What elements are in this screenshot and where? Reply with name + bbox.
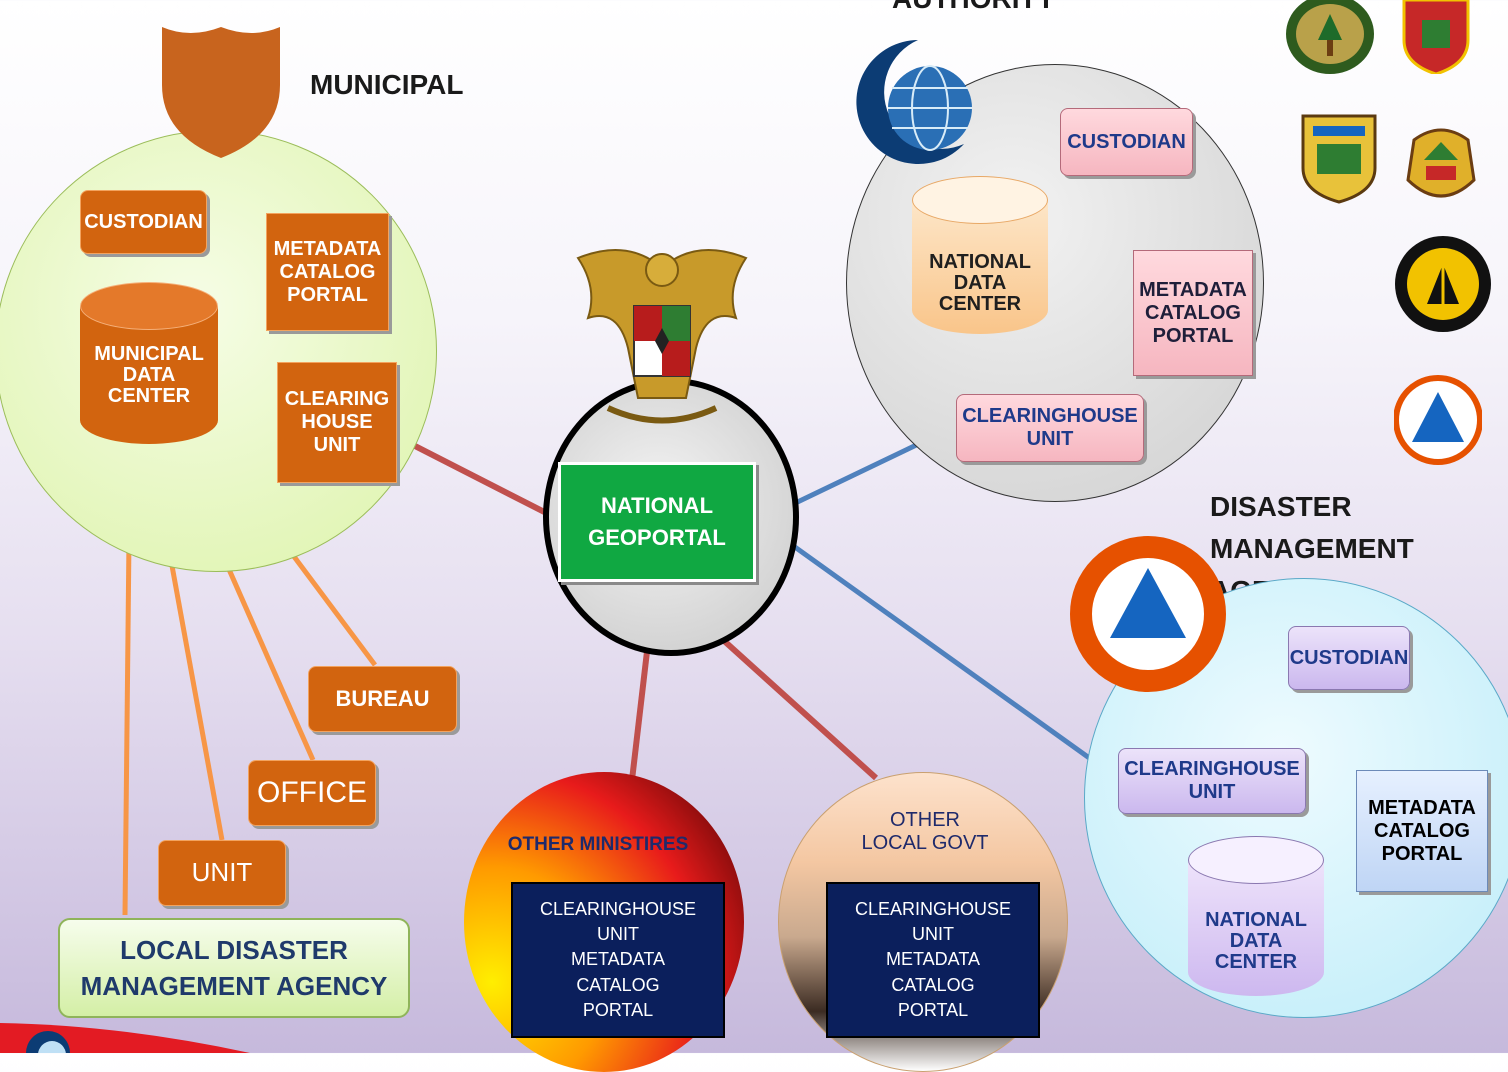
- municipal-clearing-box: CLEARING HOUSE UNIT: [277, 362, 397, 483]
- authority-data-center-label: NATIONAL DATA CENTER: [929, 251, 1031, 315]
- ministries-box: CLEARINGHOUSE UNIT METADATA CATALOG PORT…: [511, 882, 725, 1038]
- office-box: OFFICE: [248, 760, 376, 826]
- municipal-custodian-box: CUSTODIAN: [80, 190, 207, 254]
- disaster-clearing-box: CLEARINGHOUSE UNIT: [1118, 748, 1306, 814]
- bnpb-small-logo-icon: [1394, 375, 1482, 465]
- municipal-data-center-cylinder: MUNICIPAL DATA CENTER: [80, 282, 218, 444]
- municipal-data-center-label: MUNICIPAL DATA CENTER: [94, 343, 204, 407]
- disaster-metadata-box: METADATA CATALOG PORTAL: [1356, 770, 1488, 892]
- province-emblem-4-icon: [1406, 128, 1476, 198]
- province-emblem-5-icon: [1395, 236, 1491, 332]
- municipal-metadata-box: METADATA CATALOG PORTAL: [266, 213, 389, 331]
- papua-emblem-icon: [1301, 114, 1377, 204]
- garuda-emblem-icon: [576, 249, 748, 424]
- authority-title: AUTHORITY: [892, 0, 1055, 20]
- localgovt-label: OTHER LOCAL GOVT: [861, 809, 989, 854]
- disaster-data-center-cylinder: NATIONAL DATA CENTER: [1188, 836, 1324, 996]
- bnpb-logo-icon: [1070, 536, 1226, 692]
- authority-metadata-box: METADATA CATALOG PORTAL: [1133, 250, 1253, 376]
- globe-logo-icon: [856, 40, 972, 164]
- municipal-title: MUNICIPAL: [310, 69, 464, 100]
- disaster-custodian-box: CUSTODIAN: [1288, 626, 1410, 690]
- unit-box: UNIT: [158, 840, 286, 906]
- disaster-data-center-label: NATIONAL DATA CENTER: [1205, 909, 1307, 973]
- bureau-box: BUREAU: [308, 666, 457, 732]
- authority-data-center-cylinder: NATIONAL DATA CENTER: [912, 176, 1048, 334]
- province-emblem-2-icon: [1402, 0, 1470, 74]
- red-swoosh-logo: [0, 1023, 250, 1053]
- shield-icon: [162, 27, 280, 158]
- localgovt-box: CLEARINGHOUSE UNIT METADATA CATALOG PORT…: [826, 882, 1040, 1038]
- ministries-label: OTHER MINISTIRES: [507, 834, 689, 856]
- municipal-circle: [0, 130, 437, 572]
- link-geoportal-disaster: [758, 519, 1122, 783]
- province-emblem-1-icon: [1286, 0, 1374, 74]
- authority-clearing-box: CLEARINGHOUSE UNIT: [956, 394, 1144, 462]
- national-geoportal-box: NATIONAL GEOPORTAL: [558, 462, 756, 582]
- local-agency-box: LOCAL DISASTER MANAGEMENT AGENCY: [58, 918, 410, 1018]
- authority-custodian-box: CUSTODIAN: [1060, 108, 1193, 176]
